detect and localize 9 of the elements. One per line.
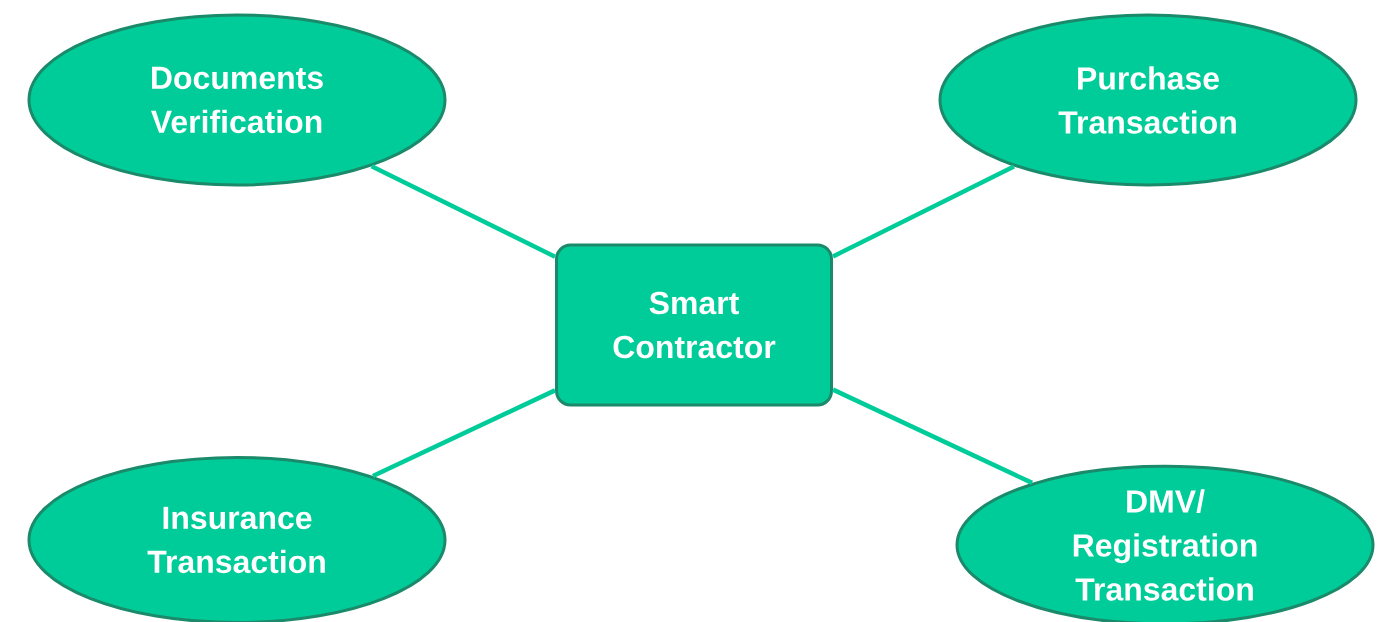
- rounded-box: Smart Contractor: [555, 243, 833, 407]
- connector-line: [371, 388, 556, 479]
- connector-line: [370, 164, 556, 259]
- ellipse-node: DMV/ Registration Transaction: [955, 464, 1375, 622]
- ellipse-node: Purchase Transaction: [938, 13, 1358, 187]
- connector-line: [832, 387, 1034, 485]
- connector-line: [832, 164, 1015, 259]
- ellipse-node: Documents Verification: [27, 13, 447, 187]
- ellipse-node: Insurance Transaction: [27, 456, 447, 622]
